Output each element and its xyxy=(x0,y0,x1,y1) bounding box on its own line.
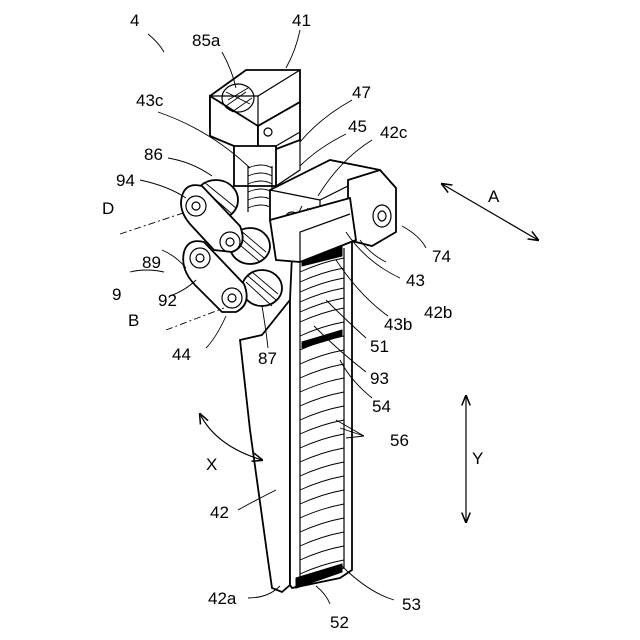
label-43: 43 xyxy=(406,271,425,290)
label-74: 74 xyxy=(432,247,451,266)
label-44: 44 xyxy=(172,345,191,364)
label-52: 52 xyxy=(330,613,349,632)
label-87: 87 xyxy=(258,349,277,368)
label-89: 89 xyxy=(142,253,161,272)
label-93: 93 xyxy=(370,369,389,388)
gear-train-9 xyxy=(181,180,282,312)
label-42: 42 xyxy=(210,503,229,522)
label-4: 4 xyxy=(130,11,139,30)
label-B: B xyxy=(128,311,139,330)
label-56: 56 xyxy=(390,431,409,450)
label-85a: 85a xyxy=(192,31,221,50)
label-43c: 43c xyxy=(136,91,164,110)
label-A: A xyxy=(488,187,500,206)
label-9: 9 xyxy=(112,285,121,304)
label-42b: 42b xyxy=(424,303,452,322)
label-54: 54 xyxy=(372,397,391,416)
label-94: 94 xyxy=(116,171,135,190)
label-Y: Y xyxy=(472,449,483,468)
label-X: X xyxy=(206,455,217,474)
label-42c: 42c xyxy=(380,123,408,142)
label-92: 92 xyxy=(158,291,177,310)
label-42a: 42a xyxy=(208,589,237,608)
label-41: 41 xyxy=(292,11,311,30)
label-43b: 43b xyxy=(384,315,412,334)
label-45: 45 xyxy=(348,117,367,136)
label-86: 86 xyxy=(144,145,163,164)
label-51: 51 xyxy=(370,337,389,356)
label-D: D xyxy=(102,199,114,218)
label-53: 53 xyxy=(402,595,421,614)
label-47: 47 xyxy=(352,83,371,102)
